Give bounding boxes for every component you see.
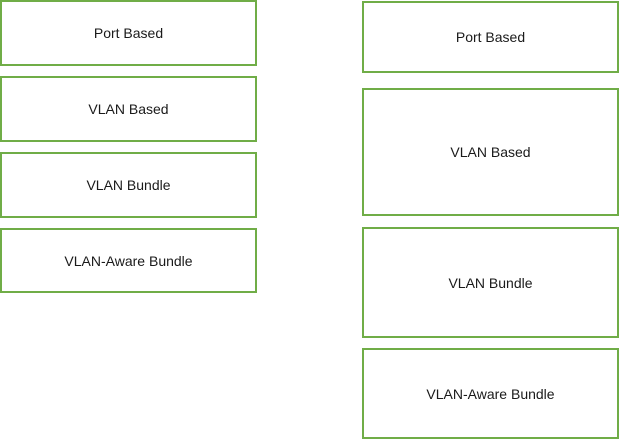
box-label: Port Based (93, 25, 164, 41)
right-box-vlan-aware-bundle[interactable]: VLAN-Aware Bundle (362, 348, 619, 439)
box-label: VLAN Based (450, 144, 531, 160)
box-label: Port Based (455, 29, 526, 45)
box-label: VLAN Bundle (86, 177, 171, 193)
right-box-port-based[interactable]: Port Based (362, 1, 619, 73)
left-box-port-based[interactable]: Port Based (0, 0, 257, 66)
left-box-vlan-based[interactable]: VLAN Based (0, 76, 257, 142)
box-label: VLAN-Aware Bundle (64, 252, 193, 269)
right-box-vlan-bundle[interactable]: VLAN Bundle (362, 227, 619, 338)
left-box-vlan-aware-bundle[interactable]: VLAN-Aware Bundle (0, 228, 257, 293)
box-label: VLAN Based (88, 101, 169, 117)
left-box-vlan-bundle[interactable]: VLAN Bundle (0, 152, 257, 218)
box-label: VLAN Bundle (448, 274, 533, 291)
box-label: VLAN-Aware Bundle (426, 385, 555, 402)
right-box-vlan-based[interactable]: VLAN Based (362, 88, 619, 216)
